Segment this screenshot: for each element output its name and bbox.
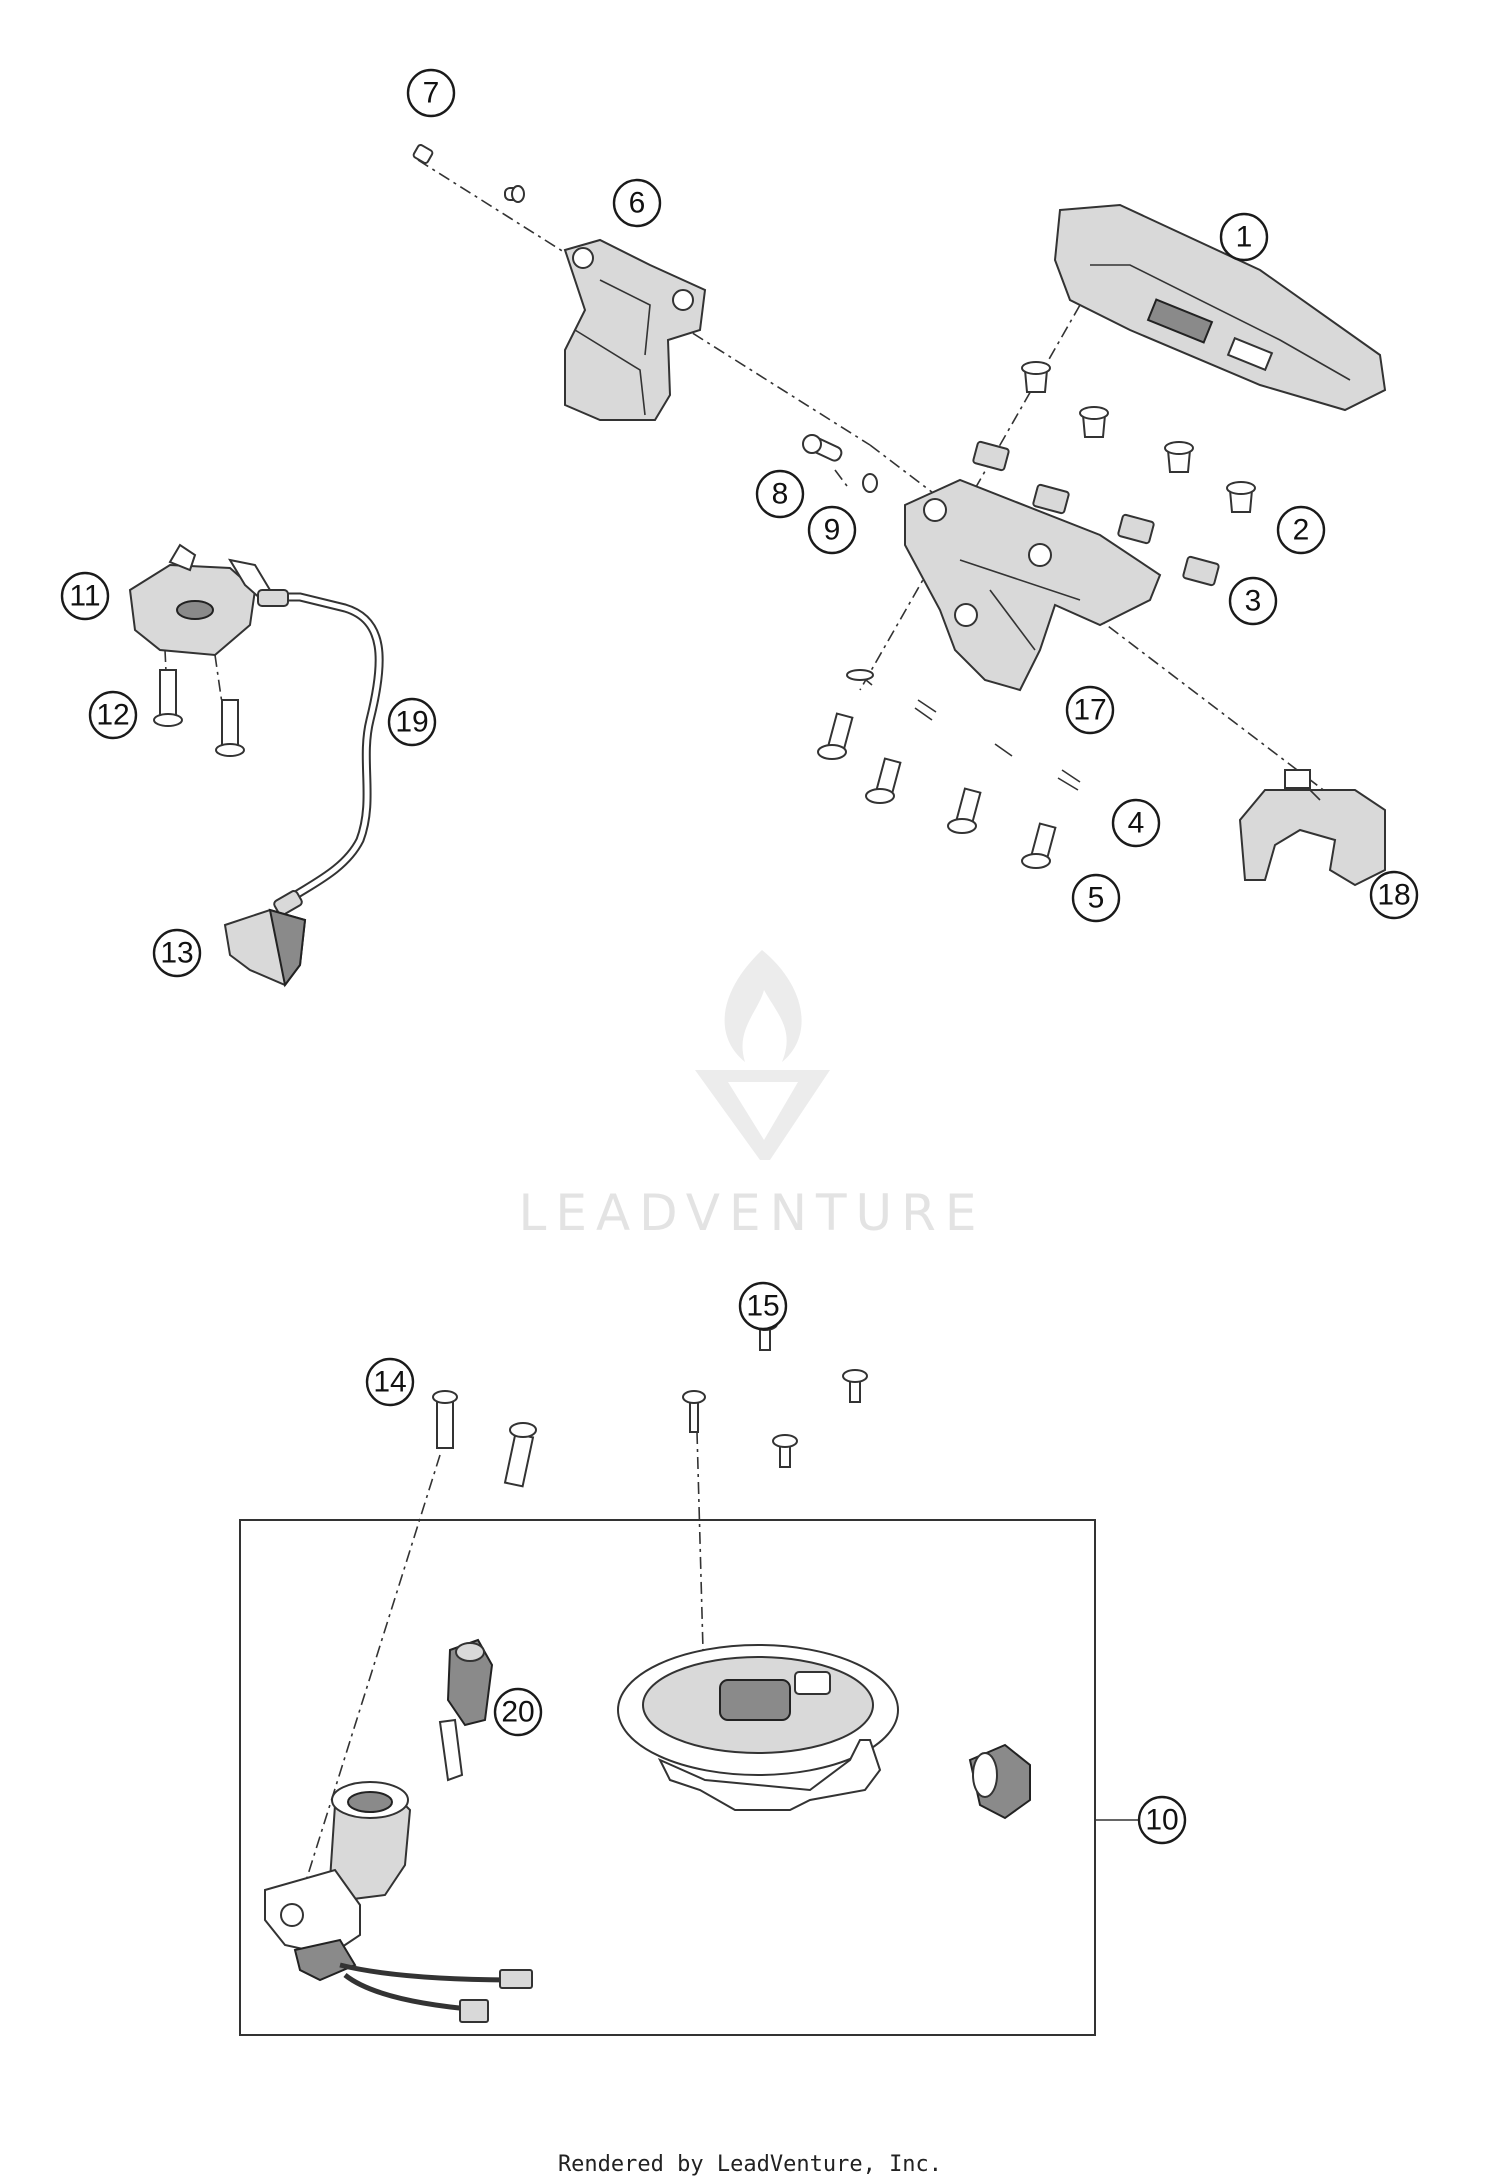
watermark-brand: LEADVENTURE xyxy=(519,1184,986,1242)
bolt-7 xyxy=(412,144,525,203)
callout-1: 1 xyxy=(1219,212,1269,262)
callout-19: 19 xyxy=(387,697,437,747)
callout-11: 11 xyxy=(60,571,110,621)
callout-18: 18 xyxy=(1369,870,1419,920)
instrument-display-1 xyxy=(1053,203,1387,412)
callout-6: 6 xyxy=(612,178,662,228)
kit-box-10 xyxy=(239,1519,1096,2036)
callout-8-label: 8 xyxy=(772,478,789,511)
callout-2-label: 2 xyxy=(1293,514,1310,547)
cable-19 xyxy=(257,589,384,916)
callout-13: 13 xyxy=(152,928,202,978)
callout-14-label: 14 xyxy=(373,1366,406,1399)
callout-17: 17 xyxy=(1065,685,1115,735)
pins-12 xyxy=(153,649,245,757)
callout-11-label: 11 xyxy=(69,580,100,613)
callout-1-label: 1 xyxy=(1236,221,1253,254)
callout-4: 4 xyxy=(1111,798,1161,848)
bushings-5 xyxy=(817,669,1057,869)
callout-15: 15 xyxy=(738,1281,788,1331)
callout-12-label: 12 xyxy=(96,699,129,732)
callout-15-label: 15 xyxy=(746,1290,779,1323)
callout-3: 3 xyxy=(1228,576,1278,626)
screws-15 xyxy=(682,1317,868,1651)
callout-18-label: 18 xyxy=(1377,879,1410,912)
v-logo-icon xyxy=(695,1070,830,1160)
callout-14: 14 xyxy=(365,1357,415,1407)
callout-20-label: 20 xyxy=(501,1696,534,1729)
footer-credit: Rendered by LeadVenture, Inc. xyxy=(557,2152,943,2177)
callout-17-label: 17 xyxy=(1073,694,1106,727)
callout-8: 8 xyxy=(755,469,805,519)
bracket-6 xyxy=(563,238,707,421)
washer-9 xyxy=(862,473,878,493)
flame-icon xyxy=(724,950,802,1062)
lock-cylinder-10 xyxy=(968,1743,1031,1820)
key-20 xyxy=(438,1638,494,1782)
callout-12: 12 xyxy=(88,690,138,740)
callout-5: 5 xyxy=(1071,873,1121,923)
callout-2: 2 xyxy=(1276,505,1326,555)
sensor-11 xyxy=(128,543,272,657)
callout-10: 10 xyxy=(1137,1795,1187,1845)
callout-6-label: 6 xyxy=(629,187,646,220)
callout-7: 7 xyxy=(406,68,456,118)
callout-9: 9 xyxy=(807,505,857,555)
tank-cap-10 xyxy=(617,1644,899,1811)
grommets-2 xyxy=(1021,361,1256,513)
leadventure-watermark: LEADVENTURE xyxy=(519,950,986,1242)
callout-13-label: 13 xyxy=(160,937,193,970)
dampers-3 xyxy=(972,440,1220,587)
callout-5-label: 5 xyxy=(1088,882,1105,915)
holder-17 xyxy=(904,478,1162,692)
clamp-18 xyxy=(1238,769,1386,887)
callout-3-label: 3 xyxy=(1245,585,1262,618)
bolt-8 xyxy=(802,434,843,462)
callout-4-label: 4 xyxy=(1128,807,1145,840)
callout-7-label: 7 xyxy=(423,77,440,110)
callout-10-label: 10 xyxy=(1145,1804,1178,1837)
callout-9-label: 9 xyxy=(824,514,841,547)
ignition-lock-10 xyxy=(264,1781,533,2023)
shear-bolts-14 xyxy=(299,1390,537,1901)
callout-19-label: 19 xyxy=(395,706,428,739)
callout-20: 20 xyxy=(493,1687,543,1737)
bracket-13 xyxy=(223,908,307,988)
